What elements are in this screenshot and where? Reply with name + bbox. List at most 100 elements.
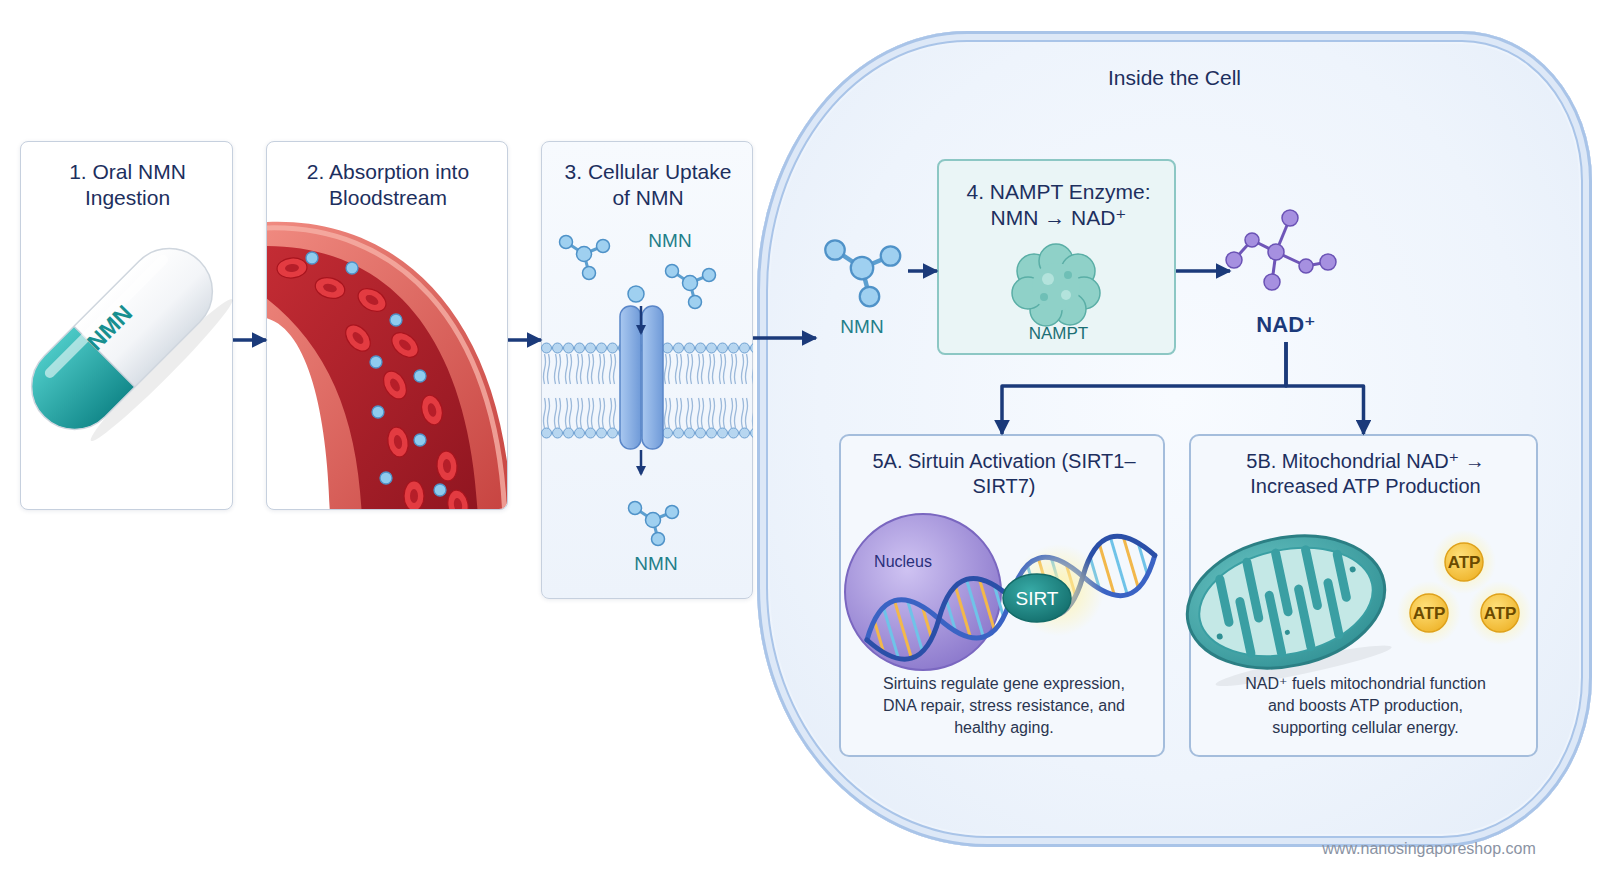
step-title: 3. Cellular Uptake of NMN xyxy=(558,159,738,211)
blood-vessel-illustration xyxy=(267,222,507,509)
red-blood-cell xyxy=(426,402,437,418)
red-blood-cell xyxy=(387,328,423,363)
red-blood-cell xyxy=(379,367,411,403)
nmn-molecule xyxy=(825,240,900,306)
flow-arrow xyxy=(1286,342,1364,434)
nampt-enzyme xyxy=(1042,273,1054,285)
nampt-enzyme xyxy=(1064,271,1072,279)
red-blood-cell xyxy=(393,434,403,449)
atp-symbol xyxy=(1432,530,1496,594)
capsule-illustration xyxy=(14,231,230,447)
mitochondrion xyxy=(1175,519,1397,686)
nucleus-illustration xyxy=(845,514,1001,670)
dna-helix xyxy=(947,601,955,630)
step-panel: 1. Oral NMN Ingestion xyxy=(20,141,233,510)
red-blood-cell xyxy=(418,393,445,427)
dna-helix xyxy=(1123,537,1138,587)
nad-molecule xyxy=(1276,252,1306,266)
capsule-illustration xyxy=(85,293,239,447)
blood-vessel-illustration xyxy=(267,222,507,509)
atp-symbol xyxy=(1481,594,1519,632)
atp-symbol xyxy=(1410,594,1448,632)
nmn-particle xyxy=(346,262,358,274)
dna-helix xyxy=(923,608,931,637)
nad-molecule xyxy=(1245,233,1259,247)
dna-helix xyxy=(1067,566,1075,595)
nad-molecule xyxy=(1320,254,1336,270)
step-title: 1. Oral NMN Ingestion xyxy=(35,159,220,211)
nad-molecule xyxy=(1226,210,1336,290)
nad-molecule xyxy=(1226,252,1242,268)
red-blood-cell xyxy=(354,284,390,316)
red-blood-cell xyxy=(397,337,413,352)
outcome-box: 5A. Sirtuin Activation (SIRT1–SIRT7)Sirt… xyxy=(839,434,1165,757)
red-blood-cell xyxy=(350,330,365,346)
red-blood-cell xyxy=(379,367,411,403)
red-blood-cell xyxy=(446,488,471,509)
cell-membrane-illustration xyxy=(541,236,753,546)
red-blood-cell xyxy=(276,257,308,280)
mitochondrion xyxy=(1214,639,1393,692)
mitochondrion xyxy=(1276,553,1288,612)
red-blood-cell xyxy=(436,450,459,482)
flow-arrow xyxy=(1176,269,1230,273)
nampt-enzyme xyxy=(1039,244,1073,278)
red-blood-cell xyxy=(341,320,376,356)
capsule-illustration xyxy=(43,253,170,380)
dna-helix xyxy=(966,579,983,637)
dna-helix xyxy=(871,530,1152,665)
cell-boundary: Inside the CellNMN4. NAMPT Enzyme: NMN →… xyxy=(757,31,1592,847)
red-blood-cell xyxy=(313,274,347,301)
mitochondrion xyxy=(1269,595,1281,653)
red-blood-cell xyxy=(276,257,308,280)
nad-molecule xyxy=(1299,259,1313,273)
cell-membrane-illustration xyxy=(666,265,716,309)
nampt-enzyme xyxy=(1017,254,1051,288)
atp-symbol xyxy=(1397,581,1461,645)
nad-molecule xyxy=(1234,218,1328,282)
mitochondrion xyxy=(1284,629,1290,635)
red-blood-cell xyxy=(387,328,423,363)
dna-helix xyxy=(1110,537,1127,595)
red-blood-cell xyxy=(404,481,424,509)
capsule-illustration xyxy=(74,326,135,387)
cell-membrane-illustration xyxy=(628,286,644,302)
dna-helix xyxy=(995,587,1003,616)
step-title: 4. NAMPT Enzyme: NMN → NAD⁺ xyxy=(959,179,1159,231)
mitochondrion xyxy=(1306,550,1318,606)
dna-helix xyxy=(859,527,1164,669)
dna-helix xyxy=(859,527,1164,669)
sirtuin-protein xyxy=(1003,544,1104,636)
cell-membrane-illustration xyxy=(560,236,610,280)
mitochondrion xyxy=(1337,554,1346,597)
red-blood-cell xyxy=(364,293,380,307)
dna-helix xyxy=(1019,580,1027,609)
atp-symbol xyxy=(1445,543,1483,581)
nmn-particle xyxy=(370,356,382,368)
dna-helix xyxy=(895,601,912,659)
flow-arrow xyxy=(753,336,816,340)
dna-helix xyxy=(1091,559,1099,588)
capsule-illustration xyxy=(14,231,230,447)
flow-arrow xyxy=(908,269,937,273)
nmn-particle xyxy=(306,252,446,496)
mitochondrion xyxy=(1220,579,1229,622)
nampt-enzyme xyxy=(1040,293,1048,301)
mitochondrion xyxy=(1240,602,1251,654)
dna-helix xyxy=(1139,544,1147,573)
nad-molecule xyxy=(1306,262,1328,266)
flow-arrow xyxy=(508,338,541,342)
mitochondrion xyxy=(1349,566,1356,573)
nampt-enzyme xyxy=(1032,263,1080,311)
red-blood-cell xyxy=(453,497,463,509)
nampt-enzyme xyxy=(1061,254,1095,288)
cell-membrane-illustration xyxy=(620,306,641,449)
outcome-title: 5A. Sirtuin Activation (SIRT1–SIRT7) xyxy=(869,449,1139,499)
nampt-enzyme xyxy=(1068,277,1100,309)
red-blood-cell xyxy=(436,450,459,482)
nmn-molecule xyxy=(825,240,900,306)
nmn-particle xyxy=(414,434,426,446)
molecule-name: NMN xyxy=(816,315,908,339)
cell-membrane-illustration xyxy=(541,340,753,441)
